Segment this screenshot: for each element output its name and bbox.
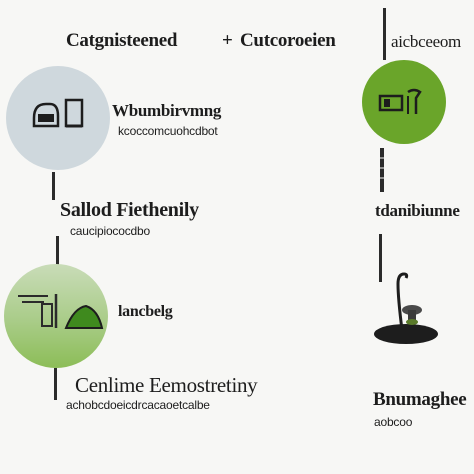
header-separator: +: [222, 30, 233, 51]
node4-title: Cenlime Eemostretiny: [75, 373, 258, 397]
header-divider: [383, 8, 386, 60]
green-node-circle: [362, 60, 446, 144]
printer-icon: [32, 98, 84, 128]
node1-subtitle: kcoccomcuohcdbot: [118, 124, 218, 138]
header-center-title: Cutcoroeien: [240, 30, 336, 51]
left-connector-1: [52, 172, 55, 200]
left-connector-2: [56, 236, 59, 266]
right-node4-title: Bnumaghee: [373, 389, 467, 410]
right-node2-title: tdanibiunne: [375, 201, 460, 220]
landscape-icon: [18, 294, 104, 329]
left-connector-3: [54, 368, 57, 400]
lamp-icon: [374, 272, 438, 344]
node2-title: Sallod Fiethenily: [60, 199, 199, 221]
tools-icon: [378, 88, 422, 114]
node4-subtitle: achobcdoeicdrcacaoetcalbe: [66, 398, 210, 412]
node2-subtitle: caucipiococdbo: [70, 224, 150, 238]
node3-title: lancbelg: [118, 303, 173, 320]
right-connector-2: [379, 234, 382, 282]
header-right-title: aicbceeom: [391, 32, 461, 51]
right-node4-subtitle: aobcoo: [374, 415, 413, 429]
node1-title: Wbumbirvmng: [112, 101, 222, 120]
right-connector-1: [380, 148, 384, 192]
header-left-title: Catgnisteened: [66, 30, 178, 51]
